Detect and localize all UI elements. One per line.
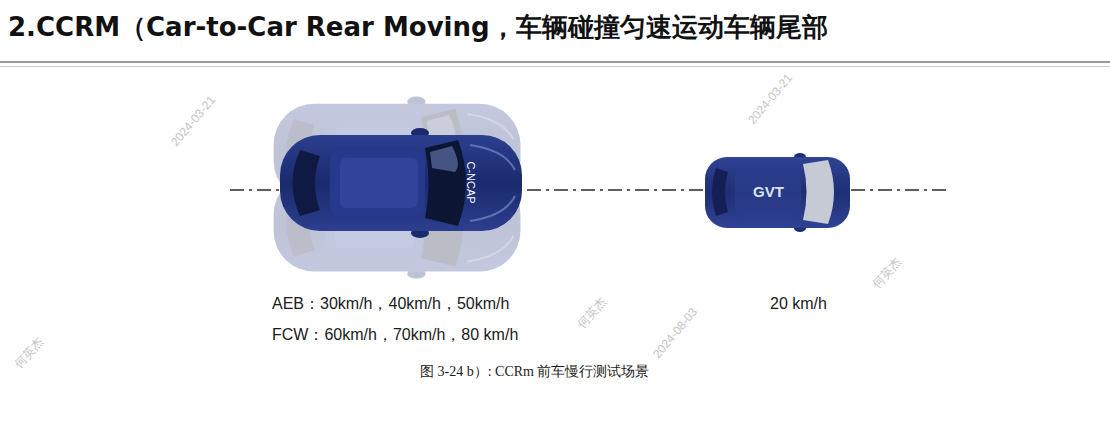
figure-caption: 图 3-24 b）: CCRm 前车慢行测试场景 — [420, 364, 649, 381]
car-marking: C-NCAP — [463, 162, 476, 204]
watermark: 2024-03-21 — [745, 71, 795, 127]
watermark: 何英杰 — [575, 294, 609, 331]
watermark: 何英杰 — [870, 254, 904, 291]
speed-note: 20 km/h — [770, 294, 827, 313]
watermark: 2024-03-21 — [168, 93, 218, 149]
watermark: 何英杰 — [12, 334, 46, 371]
watermark: 2024-08-03 — [650, 305, 700, 361]
speed-note: FCW：60km/h，70km/h，80 km/h — [272, 325, 518, 344]
speed-note: AEB：30km/h，40km/h，50km/h — [272, 294, 509, 313]
page-heading: 2.CCRM（Car-to-Car Rear Moving，车辆碰撞匀速运动车辆… — [8, 12, 828, 43]
car-marking: GVT — [753, 183, 784, 201]
